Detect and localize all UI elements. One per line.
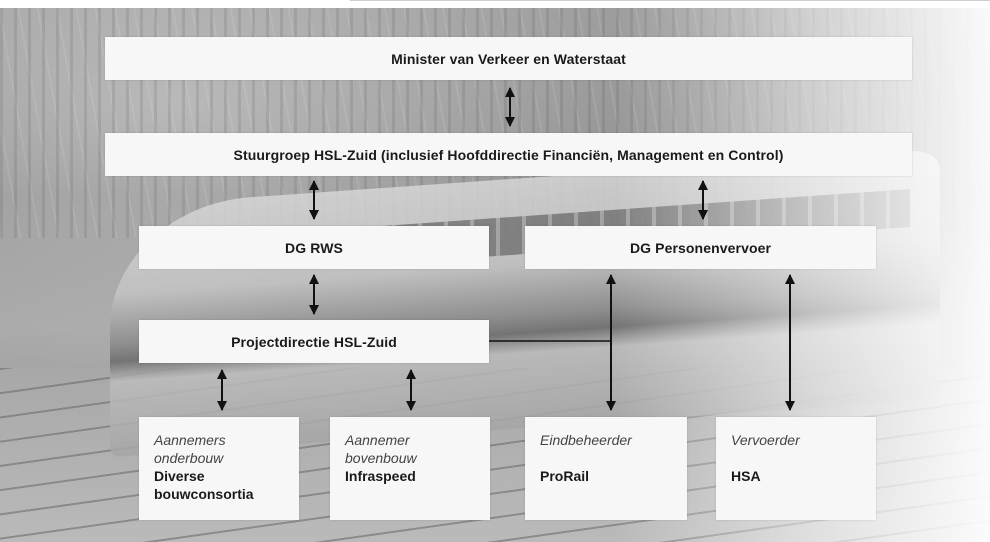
- party-role: Vervoerder: [731, 432, 800, 448]
- party-aannemer-bovenbouw: Aannemer bovenbouw Infraspeed: [330, 417, 490, 520]
- party-vervoerder: Vervoerder HSA: [716, 417, 876, 520]
- box-stuurgroep-label: Stuurgroep HSL-Zuid (inclusief Hoofddire…: [233, 146, 784, 163]
- box-dg-personenvervoer-label: DG Personenvervoer: [629, 239, 772, 256]
- box-projectdirectie-label: Projectdirectie HSL-Zuid: [231, 333, 397, 350]
- party-eindbeheerder: Eindbeheerder ProRail: [525, 417, 687, 520]
- party-role: Aannemers onderbouw: [154, 432, 226, 466]
- party-aannemers-onderbouw: Aannemers onderbouw Diverse bouwconsorti…: [139, 417, 299, 520]
- party-name: Diverse bouwconsortia: [154, 468, 254, 502]
- box-dg-rws: DG RWS: [139, 226, 489, 269]
- party-role: Eindbeheerder: [540, 432, 632, 448]
- top-rule: [350, 0, 990, 9]
- box-projectdirectie: Projectdirectie HSL-Zuid: [139, 320, 489, 363]
- box-dg-personenvervoer: DG Personenvervoer: [525, 226, 876, 269]
- box-stuurgroep: Stuurgroep HSL-Zuid (inclusief Hoofddire…: [105, 133, 912, 176]
- party-name: ProRail: [540, 468, 590, 484]
- box-minister: Minister van Verkeer en Waterstaat: [105, 37, 912, 80]
- party-name: HSA: [731, 468, 761, 484]
- party-role: Aannemer bovenbouw: [345, 432, 417, 466]
- box-dg-rws-label: DG RWS: [285, 239, 343, 256]
- party-name: Infraspeed: [345, 468, 416, 484]
- box-minister-label: Minister van Verkeer en Waterstaat: [391, 50, 626, 67]
